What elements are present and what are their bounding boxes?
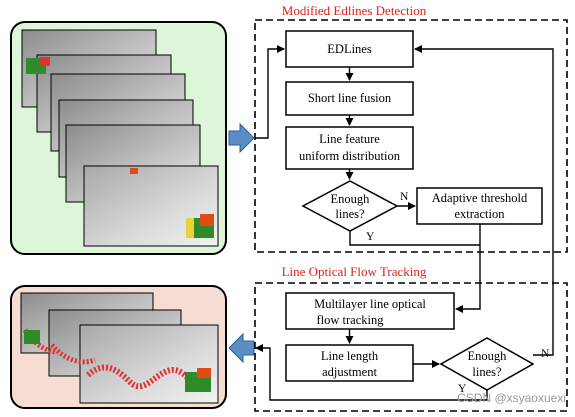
top-flow-connectors — [255, 45, 554, 356]
output-arrow-icon — [228, 332, 255, 364]
uniform-distribution-label-2: uniform distribution — [299, 149, 401, 163]
enough-lines-decision-top: Enough lines? — [301, 180, 399, 232]
input-arrow-icon — [228, 122, 255, 154]
adaptive-threshold-label-2: extraction — [455, 207, 506, 221]
enough-lines-top-label-1: Enough — [331, 192, 371, 206]
edlines-section-title: Modified Edlines Detection — [282, 3, 427, 18]
rubiks-cube-icon — [26, 57, 214, 238]
optical-flow-label-1: Multilayer line optical — [314, 297, 426, 311]
edlines-section-frame — [254, 19, 568, 253]
top-n-label: N — [400, 191, 409, 203]
enough-lines-bottom-label-1: Enough — [468, 349, 508, 363]
csdn-watermark: CSDN @xsyaoxuexi — [457, 391, 566, 405]
top-y-label: Y — [366, 231, 375, 243]
uniform-distribution-box: Line feature uniform distribution — [285, 126, 414, 170]
tracked-line-trail-icon — [22, 328, 211, 392]
tracking-output-panel — [10, 285, 227, 409]
short-line-fusion-box: Short line fusion — [285, 81, 414, 116]
adaptive-threshold-label-1: Adaptive threshold — [432, 191, 528, 205]
enough-lines-bottom-label-2: lines? — [472, 365, 502, 379]
multilayer-optical-flow-box: Multilayer line optical flow tracking — [285, 292, 455, 330]
bottom-flow-connectors — [255, 329, 488, 401]
frame-stack — [21, 29, 219, 247]
line-length-label-1: Line length — [321, 349, 379, 363]
bottom-n-label: N — [541, 348, 550, 360]
line-length-label-2: adjustment — [322, 365, 377, 379]
uniform-distribution-label-1: Line feature — [319, 132, 380, 146]
enough-lines-decision-bottom: Enough lines? — [439, 337, 535, 391]
input-frames-panel — [10, 21, 227, 255]
tracking-section-title: Line Optical Flow Tracking — [282, 264, 427, 279]
optical-flow-label-2: flow tracking — [317, 313, 385, 327]
edlines-box: EDLines — [285, 30, 414, 68]
adaptive-threshold-box: Adaptive threshold extraction — [416, 187, 543, 225]
line-length-adjustment-box: Line length adjustment — [285, 344, 414, 382]
edlines-label: EDLines — [327, 42, 372, 56]
bottom-y-label: Y — [458, 383, 467, 395]
short-line-fusion-label: Short line fusion — [308, 91, 392, 105]
enough-lines-top-label-2: lines? — [335, 207, 365, 221]
